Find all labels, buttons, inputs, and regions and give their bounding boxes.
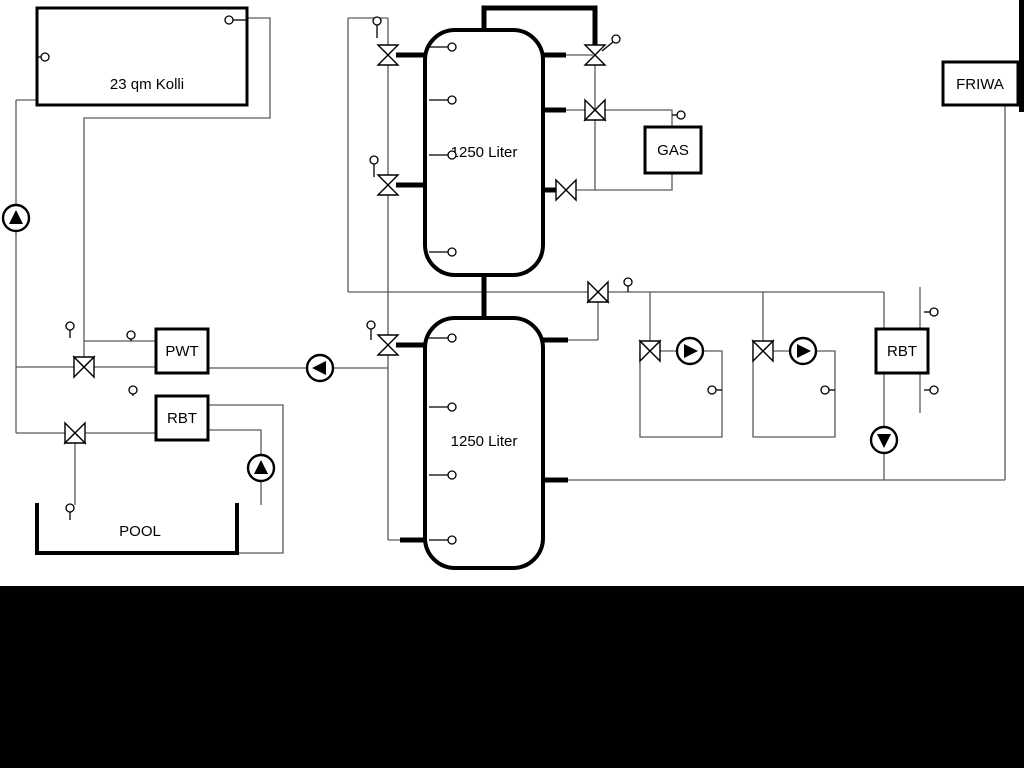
buffer-tank-2: 1250 Liter (423, 316, 545, 570)
solar-pwt-valve (72, 355, 96, 379)
pump-right-icon (797, 344, 811, 358)
heating-pump-2 (788, 336, 818, 366)
tank-1-label: 1250 Liter (451, 144, 518, 161)
pool-shape: POOL (35, 503, 239, 555)
tank-2-label: 1250 Liter (451, 433, 518, 450)
heating-pump-1 (675, 336, 705, 366)
temperature-sensors (37, 15, 939, 545)
bottom-mask (0, 586, 1024, 768)
rbt-left-box: RBT (154, 394, 210, 442)
pool-pump (246, 453, 276, 483)
tank1-top-valve (376, 44, 400, 66)
rbt-left-label: RBT (167, 410, 197, 427)
pwt-box: PWT (154, 327, 210, 375)
pump-up-icon (254, 460, 268, 474)
distribution-valve (586, 280, 610, 304)
gas-mixing-valve (583, 98, 607, 122)
solar-pump (1, 203, 31, 233)
charge-pump (305, 353, 335, 383)
collector-box: 23 qm Kolli (35, 6, 249, 107)
pump-up-icon (9, 210, 23, 224)
gas-return-valve (555, 178, 577, 202)
collector-label: 23 qm Kolli (110, 76, 184, 93)
pumps (1, 203, 899, 483)
right-edge-mask (1019, 0, 1024, 112)
friwa-label: FRIWA (956, 76, 1004, 93)
heating-circuit-1-valve (638, 339, 662, 363)
rbt-right-label: RBT (887, 343, 917, 360)
tank1-gas-supply-valve (583, 44, 607, 66)
return-pump (869, 425, 899, 455)
valves (63, 44, 775, 445)
heating-circuit-2-valve (751, 339, 775, 363)
gas-boiler-box: GAS (643, 125, 703, 175)
pool-label: POOL (119, 523, 161, 540)
tank1-mid-valve (376, 174, 400, 196)
pump-left-icon (312, 361, 326, 375)
tank2-charge-valve (376, 334, 400, 356)
pump-down-icon (877, 434, 891, 448)
gas-label: GAS (657, 142, 689, 159)
friwa-box: FRIWA (941, 60, 1020, 107)
pool-return-valve (63, 421, 87, 445)
thick-pipework (396, 5, 598, 543)
pwt-label: PWT (165, 343, 198, 360)
rbt-right-box: RBT (874, 327, 930, 375)
buffer-tank-1: 1250 Liter (423, 28, 545, 277)
pump-right-icon (684, 344, 698, 358)
